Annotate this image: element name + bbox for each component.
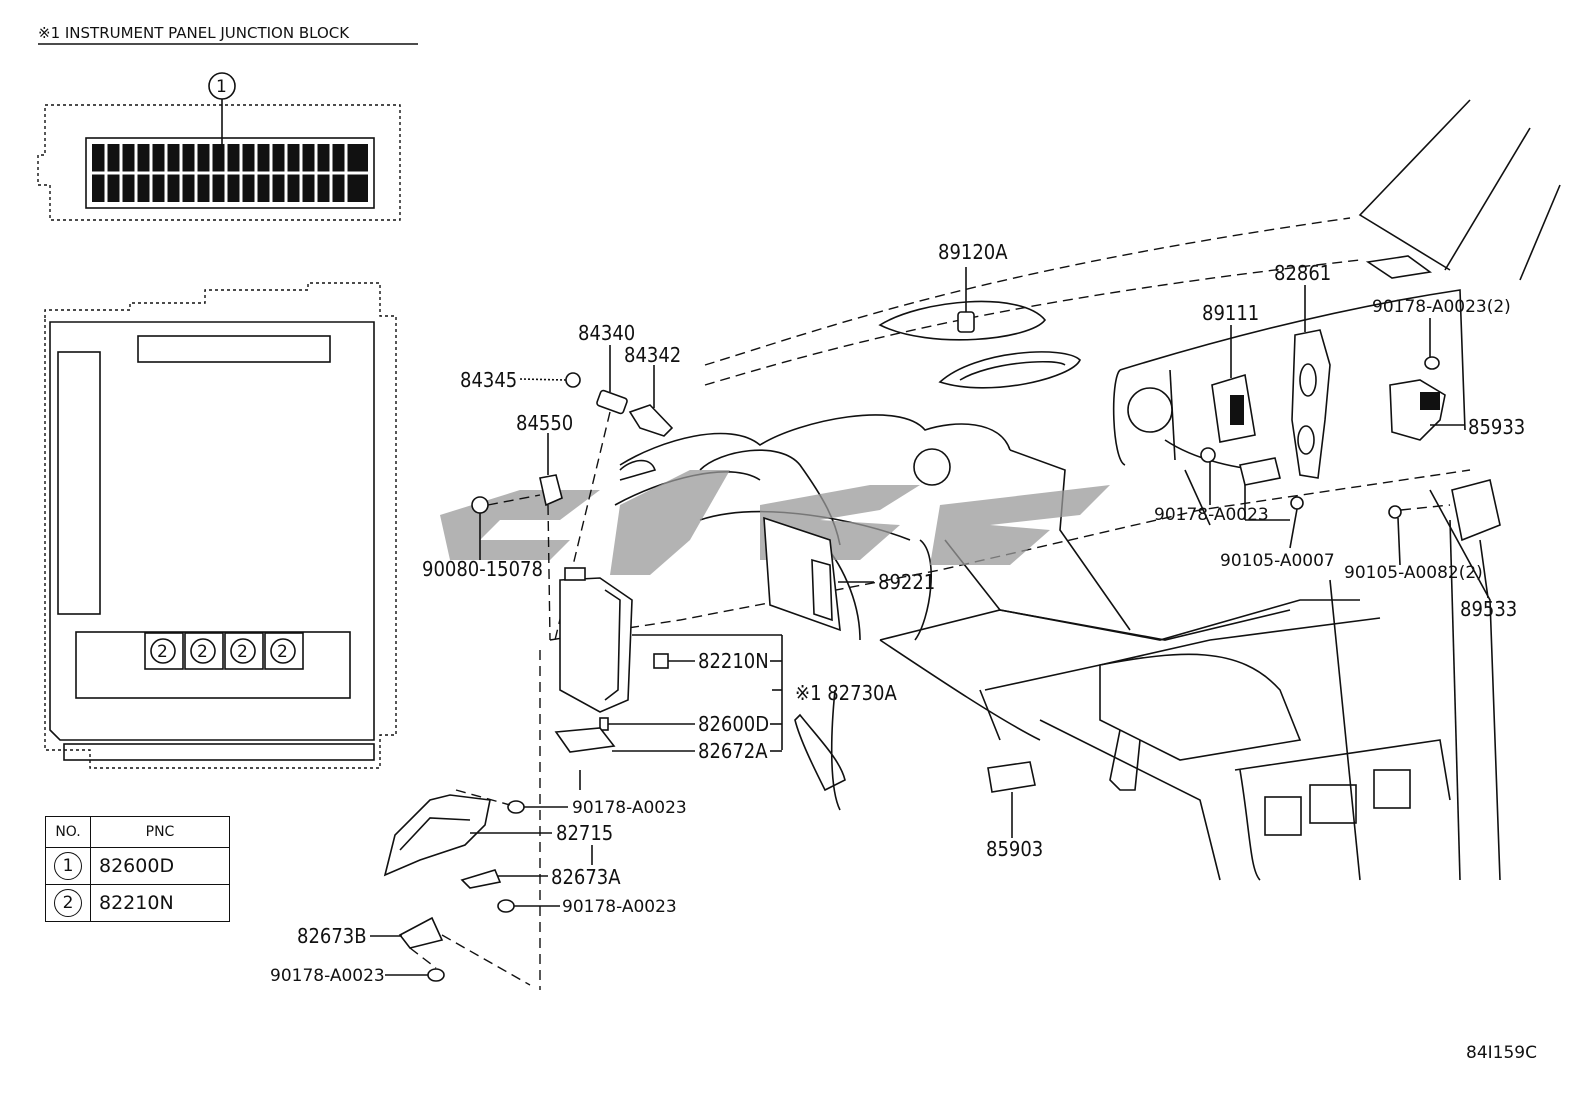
label-90105-A0007: 90105-A0007 (1220, 551, 1335, 571)
svg-text:2: 2 (277, 642, 288, 662)
figure-code: 84I159C (1466, 1043, 1537, 1063)
part-90178-A0023-c: 90178-A0023 (270, 947, 445, 986)
svg-text:2: 2 (157, 642, 168, 662)
part-82730A: ※1 82730A (559, 567, 897, 750)
part-89111: 89111 (1202, 301, 1259, 443)
connector-sockets-2: 2 2 2 2 (144, 632, 304, 670)
part-84342: 84342 (624, 343, 681, 437)
label-82210N: 82210N (698, 649, 769, 673)
instrument-panel-outline (549, 99, 1561, 881)
mounting-bracket (1239, 457, 1281, 486)
part-85933: 85933 (1389, 379, 1525, 441)
label-82715: 82715 (556, 821, 613, 845)
part-90178-A0023-d: 90178-A0023 (1154, 447, 1269, 525)
callout-circle: 1 (54, 852, 82, 880)
label-90178-A0023-a: 90178-A0023 (572, 798, 687, 818)
label-84342: 84342 (624, 343, 681, 367)
part-82673A: 82673A (460, 845, 621, 889)
label-82600D: 82600D (698, 712, 769, 736)
label-90080-15078: 90080-15078 (422, 557, 543, 581)
label-82672A: 82672A (698, 739, 768, 763)
part-90178-A0023-a: 90178-A0023 (507, 770, 687, 818)
label-84345: 84345 (460, 368, 517, 392)
part-82861: 82861 (1274, 261, 1331, 479)
table-row: 2 82210N (45, 884, 230, 922)
part-89533: 89533 (1451, 479, 1517, 621)
table-row: 1 82600D (45, 847, 230, 885)
part-82673B: 82673B (297, 916, 531, 986)
label-89120A: 89120A (938, 240, 1008, 264)
junction-block-top-view: 1 (37, 72, 401, 221)
label-90178-A0023-d: 90178-A0023 (1154, 505, 1269, 525)
part-85903: 85903 (986, 761, 1043, 861)
part-90178-A0023-2: 90178-A0023(2) (1372, 297, 1511, 370)
part-90080-15078: 90080-15078 (422, 494, 543, 581)
part-89120A: 89120A (938, 240, 1008, 333)
part-82210N: 82210N (653, 649, 782, 673)
table-cell-pnc: 82600D (90, 847, 230, 885)
part-90105-A0007: 90105-A0007 (1220, 496, 1335, 571)
part-82672A: 82672A (554, 727, 782, 763)
part-84550: 84550 (516, 411, 573, 507)
part-90105-A0082-2: 90105-A0082(2) (1344, 504, 1483, 583)
label-90178-A0023-b: 90178-A0023 (562, 897, 677, 917)
label-89533: 89533 (1460, 597, 1517, 621)
part-90178-A0023-b: 90178-A0023 (497, 897, 677, 917)
diagram-title: ※1 INSTRUMENT PANEL JUNCTION BLOCK (38, 24, 350, 42)
part-82715: 82715 (383, 789, 613, 877)
table-cell-pnc: 82210N (90, 884, 230, 922)
svg-text:2: 2 (237, 642, 248, 662)
junction-block-front-view: 2 2 2 2 (44, 282, 397, 769)
callout-circle: 2 (54, 889, 82, 917)
svg-text:2: 2 (197, 642, 208, 662)
label-82673B: 82673B (297, 924, 367, 948)
pnc-reference-table: NO. PNC 1 82600D 2 82210N (45, 816, 230, 922)
part-84345: 84345 (460, 368, 581, 392)
callout-number: 1 (216, 77, 227, 97)
part-89221: 89221 (763, 516, 935, 632)
part-82600D: 82600D (599, 712, 782, 736)
label-90178-A0023-c: 90178-A0023 (270, 966, 385, 986)
label-90105-A0082-2: 90105-A0082(2) (1344, 563, 1483, 583)
table-header-no: NO. (45, 816, 91, 848)
label-82673A: 82673A (551, 865, 621, 889)
callout-circle-1 (208, 72, 236, 100)
label-89111: 89111 (1202, 301, 1259, 325)
label-90178-A0023-2: 90178-A0023(2) (1372, 297, 1511, 317)
label-84550: 84550 (516, 411, 573, 435)
label-82730A: ※1 82730A (795, 681, 897, 705)
label-89221: 89221 (878, 570, 935, 594)
label-85903: 85903 (986, 837, 1043, 861)
label-82861: 82861 (1274, 261, 1331, 285)
part-84340: 84340 (578, 321, 635, 415)
label-84340: 84340 (578, 321, 635, 345)
table-header-pnc: PNC (90, 816, 230, 848)
label-85933: 85933 (1468, 415, 1525, 439)
